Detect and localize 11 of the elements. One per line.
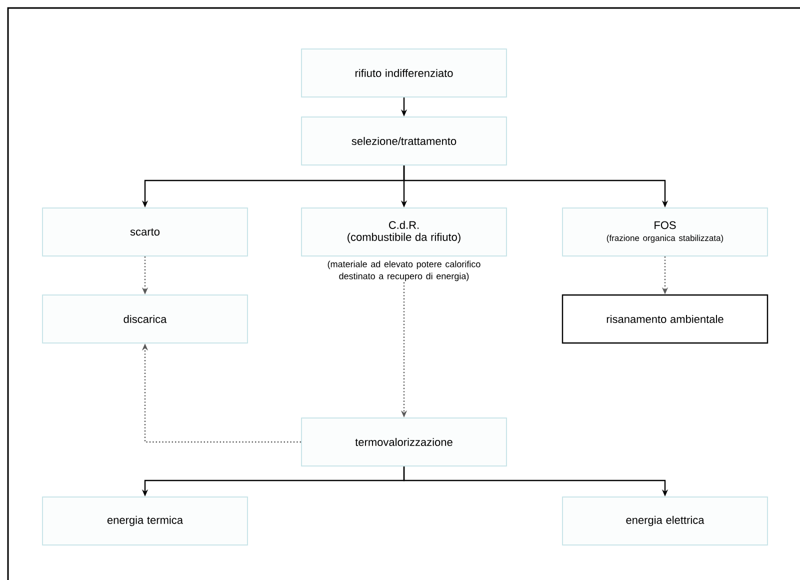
- process-box: termovalorizzazione: [301, 418, 507, 466]
- process-box: FOS (frazione organica stabilizzata): [562, 208, 768, 256]
- process-box: discarica: [42, 294, 248, 344]
- process-box: scarto: [42, 208, 248, 256]
- process-box: risanamento ambientale: [562, 294, 768, 344]
- process-box: energia termica: [42, 496, 248, 546]
- process-box: C.d.R. (combustibile da rifiuto): [301, 208, 507, 256]
- process-box: energia elettrica: [562, 496, 768, 546]
- process-box: selezione/trattamento: [301, 116, 507, 166]
- note-text: (materiale ad elevato potere calorifico destinato a recupero di energia): [328, 260, 480, 282]
- process-box: rifiuto indifferenziato: [301, 48, 507, 98]
